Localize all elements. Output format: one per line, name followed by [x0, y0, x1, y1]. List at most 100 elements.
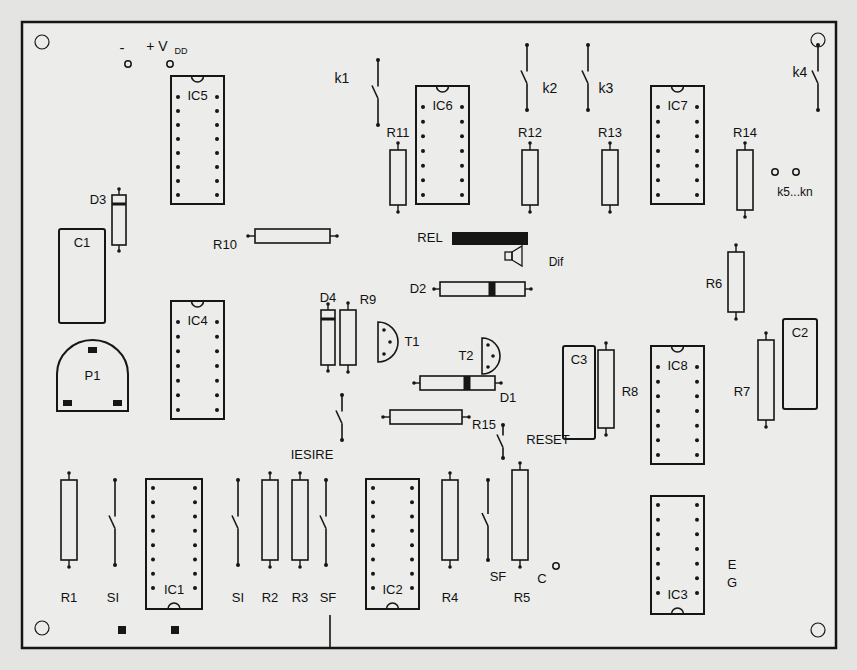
solder-pad: [236, 478, 240, 482]
label-text: DD: [175, 46, 188, 56]
switch-symbol: [587, 84, 589, 111]
solder-pad: [695, 562, 699, 566]
capacitor-box: C3: [562, 345, 596, 440]
solder-pad: [656, 438, 660, 442]
component-label: D2: [410, 281, 427, 296]
label-text: k5...kn: [777, 185, 812, 199]
solder-pad: [236, 563, 240, 567]
solder-pad: [396, 210, 400, 214]
solder-pad: [656, 365, 660, 369]
solder-pad: [695, 105, 699, 109]
solder-pad: [176, 408, 180, 412]
label-text: R8: [622, 384, 639, 399]
solder-pad: [193, 586, 197, 590]
label-text: R15: [472, 417, 496, 432]
component-label: Dif: [549, 255, 564, 269]
solder-pad: [586, 108, 590, 112]
component-label: D1: [500, 390, 517, 405]
solder-pad: [113, 400, 122, 406]
solder-pad: [656, 120, 660, 124]
component-label: k3: [599, 80, 614, 96]
solder-pad: [695, 453, 699, 457]
switch-symbol: [341, 395, 343, 412]
solder-pad: [118, 626, 126, 634]
resistor-symbol: [522, 150, 538, 205]
label-text: T2: [458, 348, 473, 363]
solder-pad: [410, 500, 414, 504]
solder-pad: [528, 141, 532, 145]
diode-symbol: [112, 195, 126, 245]
solder-pad: [460, 178, 464, 182]
solder-pad: [525, 108, 529, 112]
solder-pad: [176, 379, 180, 383]
part-label: C2: [792, 325, 809, 340]
solder-pad: [63, 400, 72, 406]
component-label: R4: [442, 590, 459, 605]
switch-symbol: [487, 526, 489, 560]
ic-package: IC7: [650, 85, 705, 205]
solder-pad: [486, 365, 490, 369]
switch-symbol: [237, 480, 239, 517]
solder-pad: [448, 565, 452, 569]
label-text: D3: [90, 192, 107, 207]
solder-pad: [421, 193, 425, 197]
ic-package: IC3: [650, 495, 705, 615]
solder-pad: [215, 109, 219, 113]
solder-pad: [176, 123, 180, 127]
transistor-symbol: [482, 338, 500, 374]
solder-pad: [499, 381, 503, 385]
solder-pad: [695, 365, 699, 369]
solder-pad: [151, 557, 155, 561]
solder-pad: [67, 471, 71, 475]
component-label: R2: [262, 590, 279, 605]
solder-pad: [695, 120, 699, 124]
solder-pad: [376, 58, 380, 62]
solder-pad: [324, 563, 328, 567]
switch-symbol: [497, 435, 503, 448]
label-text: R14: [733, 125, 757, 140]
label-text: R1: [61, 590, 78, 605]
speaker-symbol: [512, 246, 522, 266]
resistor-symbol: [512, 470, 528, 560]
solder-pad: [764, 425, 768, 429]
relay-symbol: [452, 232, 528, 245]
diode-band: [321, 318, 335, 321]
solder-pad: [376, 123, 380, 127]
part-label: IC1: [164, 582, 184, 597]
solder-pad: [460, 164, 464, 168]
component-label: RESET: [526, 432, 569, 447]
ic-package: IC2: [365, 478, 420, 610]
solder-pad: [176, 364, 180, 368]
label-text: RESET: [526, 432, 569, 447]
solder-pad: [193, 486, 197, 490]
solder-pad: [371, 543, 375, 547]
solder-pad: [215, 379, 219, 383]
component-label: E: [728, 557, 737, 572]
solder-pad: [410, 557, 414, 561]
solder-pad: [656, 380, 660, 384]
solder-pad: [113, 478, 117, 482]
solder-pad: [298, 565, 302, 569]
switch-symbol: [817, 45, 819, 72]
solder-pad: [176, 335, 180, 339]
solder-pad: [656, 178, 660, 182]
solder-pad: [215, 123, 219, 127]
component-label: C: [537, 571, 546, 586]
solder-pad: [215, 165, 219, 169]
solder-pad: [491, 354, 495, 358]
solder-pad: [656, 453, 660, 457]
solder-pad: [346, 301, 350, 305]
solder-pad: [193, 572, 197, 576]
solder-pad: [193, 515, 197, 519]
switch-symbol: [114, 529, 116, 566]
solder-pad: [215, 179, 219, 183]
solder-pad: [501, 456, 505, 460]
solder-pad: [371, 557, 375, 561]
component-label: SF: [490, 569, 507, 584]
label-text: R3: [292, 590, 309, 605]
solder-pad: [371, 515, 375, 519]
resistor-symbol: [61, 480, 77, 560]
solder-pad: [695, 409, 699, 413]
component-label: D3: [90, 192, 107, 207]
solder-pad: [460, 120, 464, 124]
